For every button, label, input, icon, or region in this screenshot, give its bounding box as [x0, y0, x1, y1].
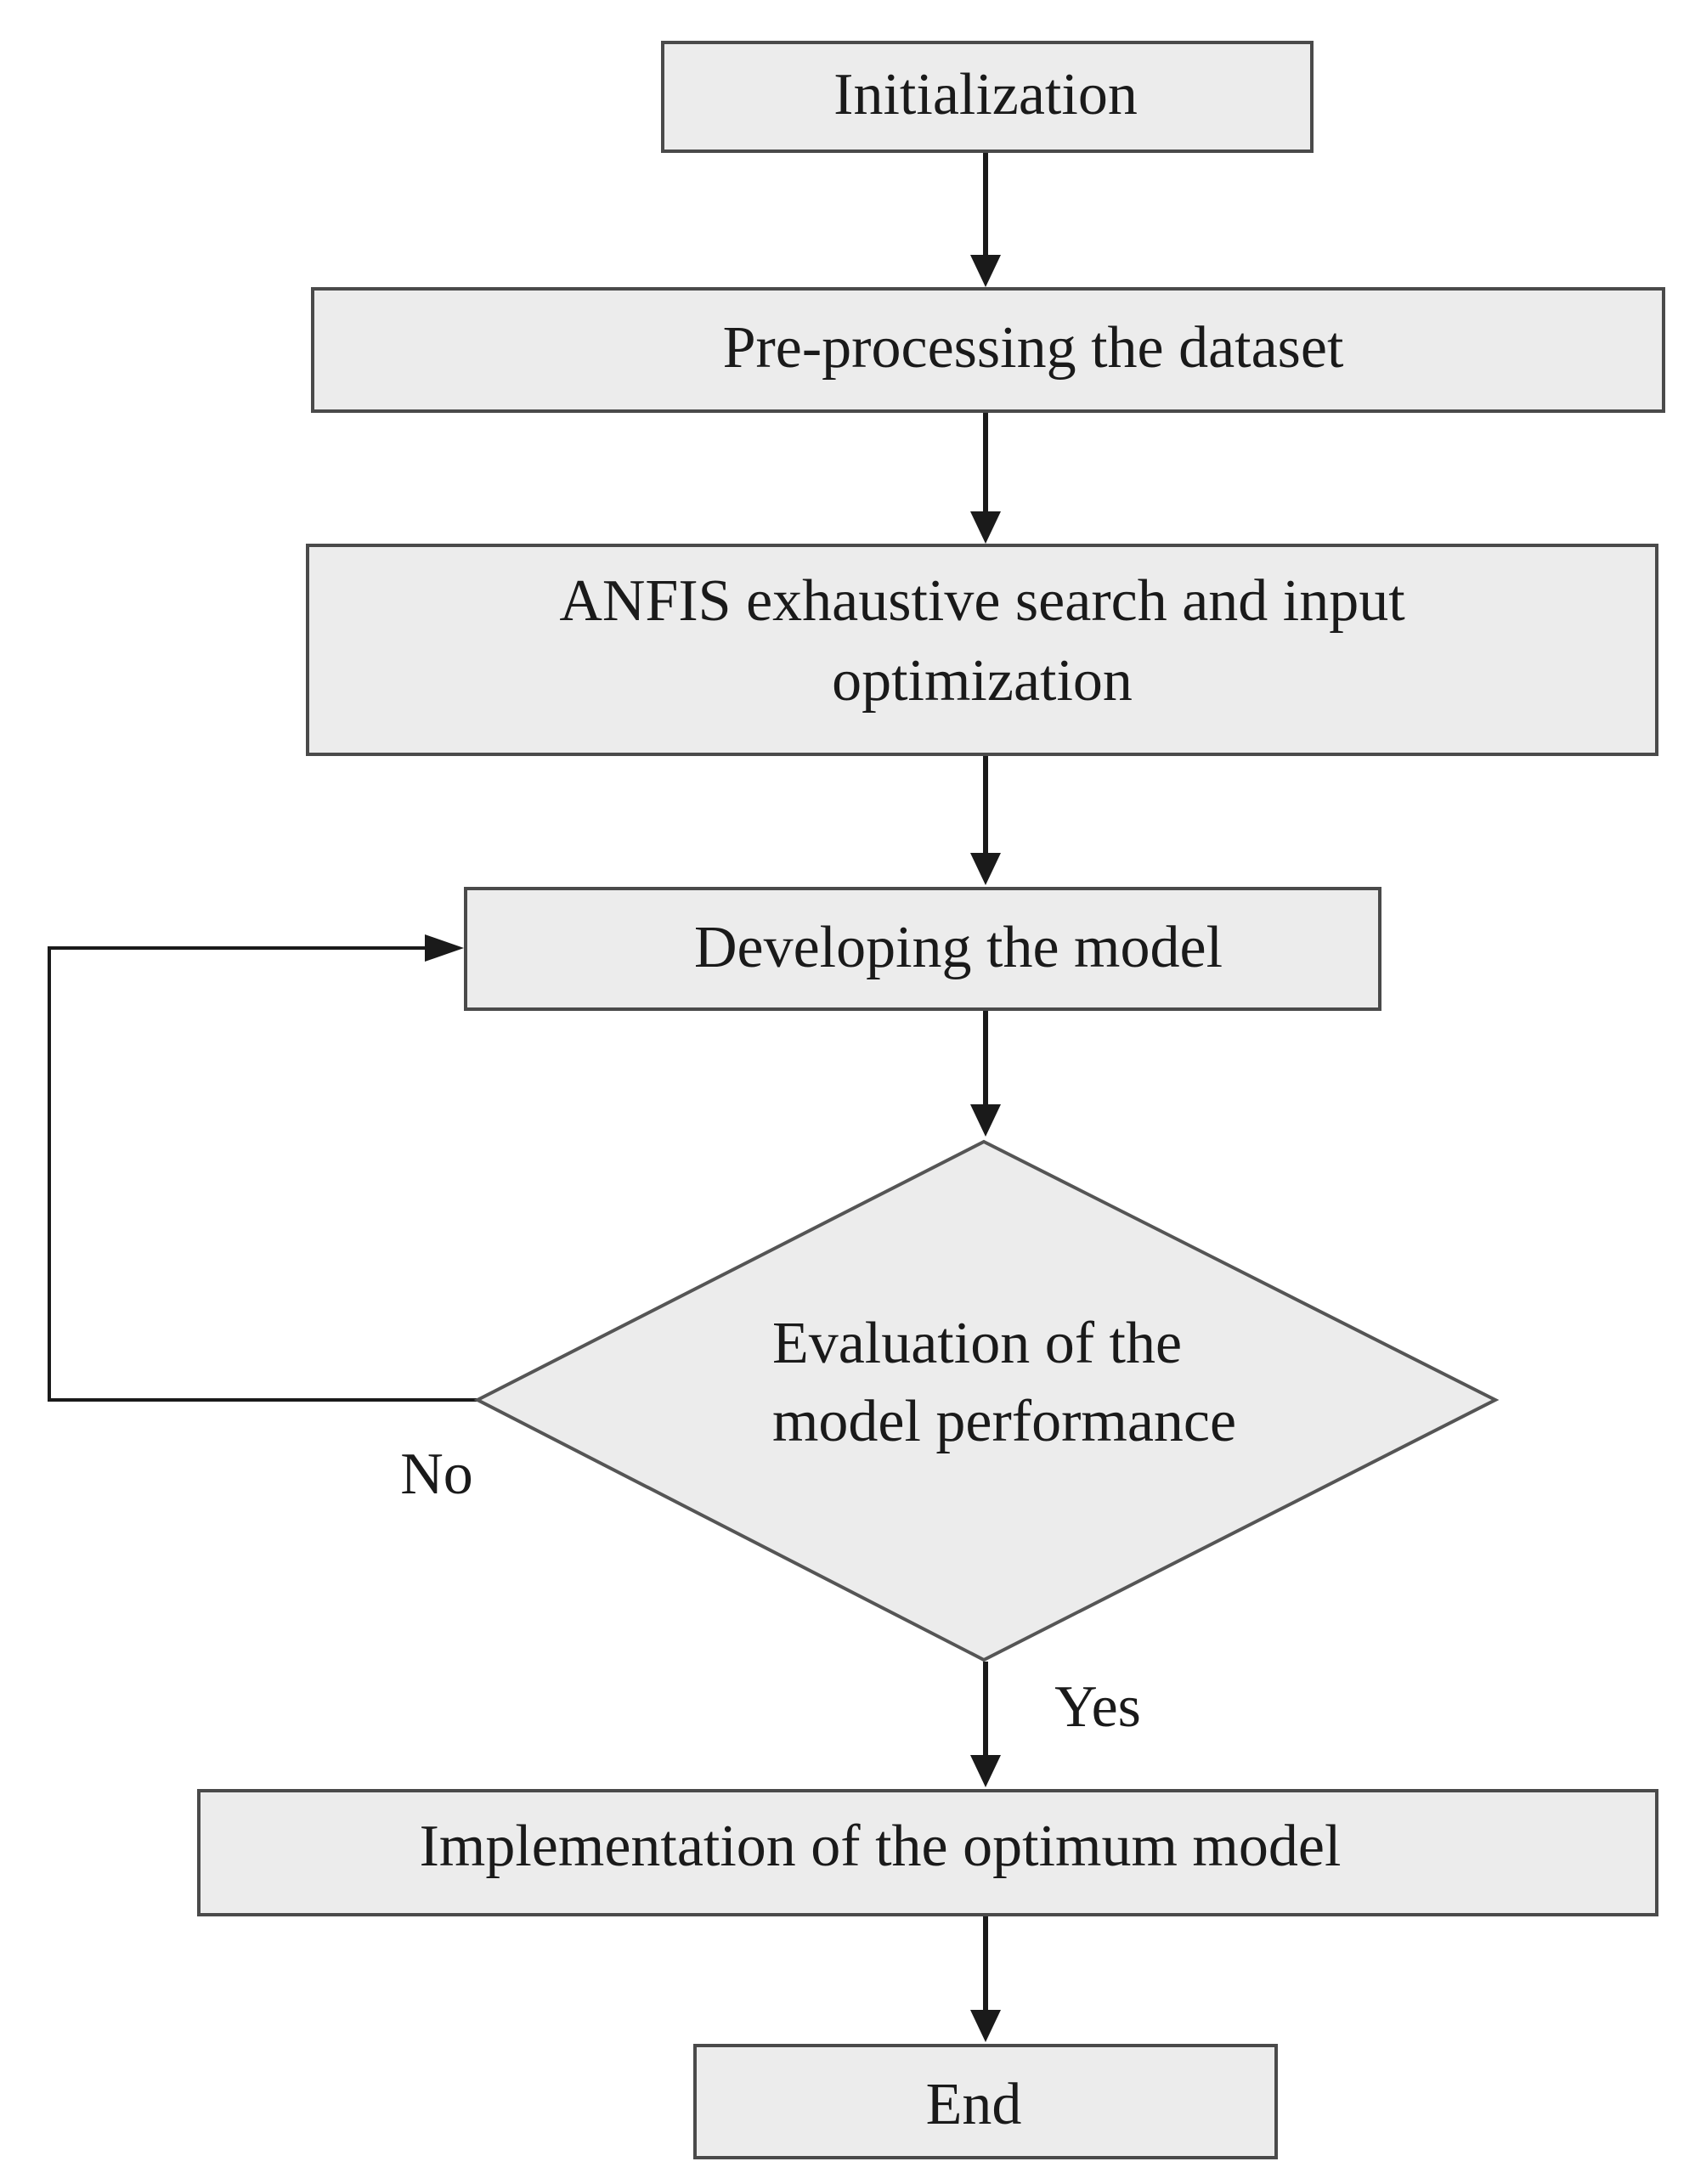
- developing-box: [464, 887, 1381, 1011]
- node-implementation: Implementation of the optimum model: [197, 1789, 1658, 1916]
- edge-label-no: No: [400, 1442, 473, 1507]
- arrowhead-init-to-preprocess: [970, 255, 1001, 287]
- node-developing: Developing the model: [464, 887, 1381, 1011]
- evaluation-label-line2: model performance: [772, 1389, 1236, 1454]
- end-box: [693, 2044, 1278, 2159]
- arrowhead-develop-to-evaluate: [970, 1104, 1001, 1137]
- node-preprocessing: Pre-processing the dataset: [311, 287, 1665, 413]
- loop-evaluate-to-develop: [48, 946, 477, 1402]
- arrowhead-evaluate-to-implement: [970, 1755, 1001, 1787]
- implementation-label: Implementation of the optimum model: [420, 1814, 1342, 1879]
- end-label: End: [926, 2072, 1022, 2137]
- node-anfis: ANFIS exhaustive search and input optimi…: [306, 544, 1658, 756]
- evaluation-label-line1: Evaluation of the: [772, 1311, 1182, 1376]
- anfis-box: [306, 544, 1658, 756]
- implementation-box: [197, 1789, 1658, 1916]
- node-end: End: [693, 2044, 1278, 2159]
- node-initialization: Initialization: [661, 41, 1314, 153]
- node-evaluation: Evaluation of the model performance: [473, 1139, 1500, 1662]
- edge-label-yes: Yes: [1054, 1674, 1141, 1740]
- connectors: [48, 153, 1001, 2042]
- preprocessing-label: Pre-processing the dataset: [723, 315, 1344, 381]
- anfis-label-line2: optimization: [832, 648, 1133, 714]
- arrowhead-anfis-to-develop: [970, 853, 1001, 885]
- anfis-label-line1: ANFIS exhaustive search and input: [559, 568, 1405, 634]
- initialization-label: Initialization: [833, 62, 1138, 127]
- arrowhead-preprocess-to-anfis: [970, 511, 1001, 544]
- developing-label: Developing the model: [694, 915, 1223, 980]
- preprocessing-box: [311, 287, 1665, 413]
- arrowhead-implement-to-end: [970, 2010, 1001, 2042]
- arrowhead-loop-to-develop: [425, 934, 464, 962]
- initialization-box: [661, 41, 1314, 153]
- evaluation-diamond: [473, 1139, 1500, 1662]
